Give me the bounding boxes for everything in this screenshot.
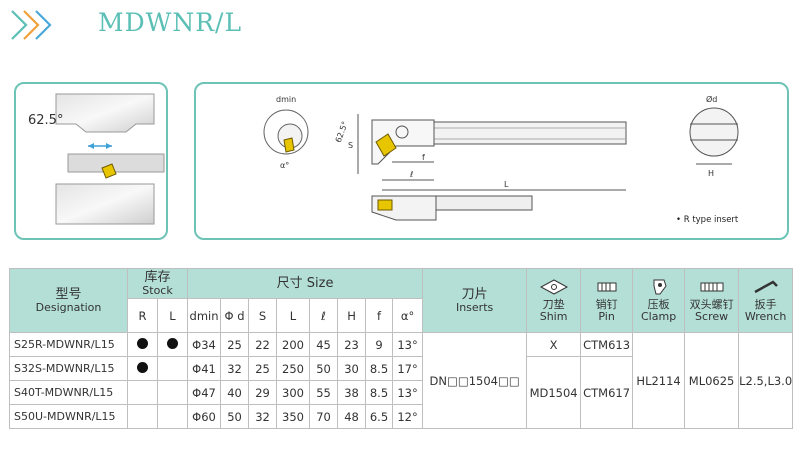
- screw-cell: ML0625: [684, 332, 740, 429]
- wrench-header: 扳手 Wrench: [738, 268, 794, 333]
- od-label: Ød: [706, 94, 717, 104]
- boring-application-drawing: [55, 93, 165, 225]
- approach-angle-label: 62.5°: [28, 113, 64, 128]
- clamp-icon: [653, 279, 667, 295]
- small-l-label: ℓ: [409, 170, 413, 179]
- pin-cell-1: CTM613: [580, 332, 634, 357]
- pin-icon: [597, 282, 617, 292]
- col-dmin: dmin: [187, 298, 222, 333]
- boring-bar-dimension-drawing: dmin α° S 62.5° f ℓ L Ød H • R type inse…: [263, 94, 739, 225]
- wrench-cell: L2.5,L3.0: [738, 332, 794, 429]
- insert-type-note: • R type insert: [676, 215, 739, 225]
- shim-cell-2: MD1504: [526, 356, 582, 429]
- clamp-header: 压板 Clamp: [632, 268, 686, 333]
- pin-header: 销钉 Pin: [580, 268, 634, 333]
- col-l: L: [156, 298, 189, 333]
- col-l-small: ℓ: [309, 298, 339, 333]
- screw-header: 双头螺钉 Screw: [684, 268, 740, 333]
- pin-cell-2: CTM617: [580, 356, 634, 429]
- designation-header: 型号 Designation: [9, 268, 128, 333]
- col-r: R: [127, 298, 158, 333]
- col-d: Φ d: [220, 298, 250, 333]
- overall-length-label: L: [504, 180, 509, 189]
- inserts-header: 刀片 Inserts: [422, 268, 528, 333]
- col-f: f: [365, 298, 394, 333]
- f-label: f: [422, 153, 425, 162]
- shim-icon: [539, 279, 568, 295]
- specification-table: 型号 Designation 库存 Stock 尺寸 Size 刀片 Inser…: [9, 268, 794, 429]
- size-header: 尺寸 Size: [187, 268, 424, 299]
- stock-header: 库存 Stock: [126, 268, 189, 299]
- application-diagram-panel: 62.5°: [14, 82, 168, 240]
- dimension-drawing-panel: dmin α° S 62.5° f ℓ L Ød H • R type inse…: [194, 82, 789, 240]
- clamp-cell: HL2114: [632, 332, 686, 429]
- insert-cell: DN□□1504□□: [422, 332, 528, 429]
- shim-cell-1: X: [526, 332, 582, 357]
- col-s: S: [248, 298, 278, 333]
- col-h: H: [337, 298, 367, 333]
- shim-header: 刀垫 Shim: [526, 268, 582, 333]
- wrench-icon: [753, 280, 778, 294]
- h-label: H: [708, 169, 714, 178]
- chevron-arrows-icon: [11, 10, 52, 40]
- col-length: L: [276, 298, 311, 333]
- dmin-label: dmin: [276, 95, 296, 104]
- screw-icon: [700, 282, 724, 292]
- alpha-label: α°: [280, 161, 289, 170]
- s-label: S: [348, 141, 353, 150]
- col-alpha: α°: [392, 298, 424, 333]
- page-title: MDWNR/L: [98, 8, 243, 37]
